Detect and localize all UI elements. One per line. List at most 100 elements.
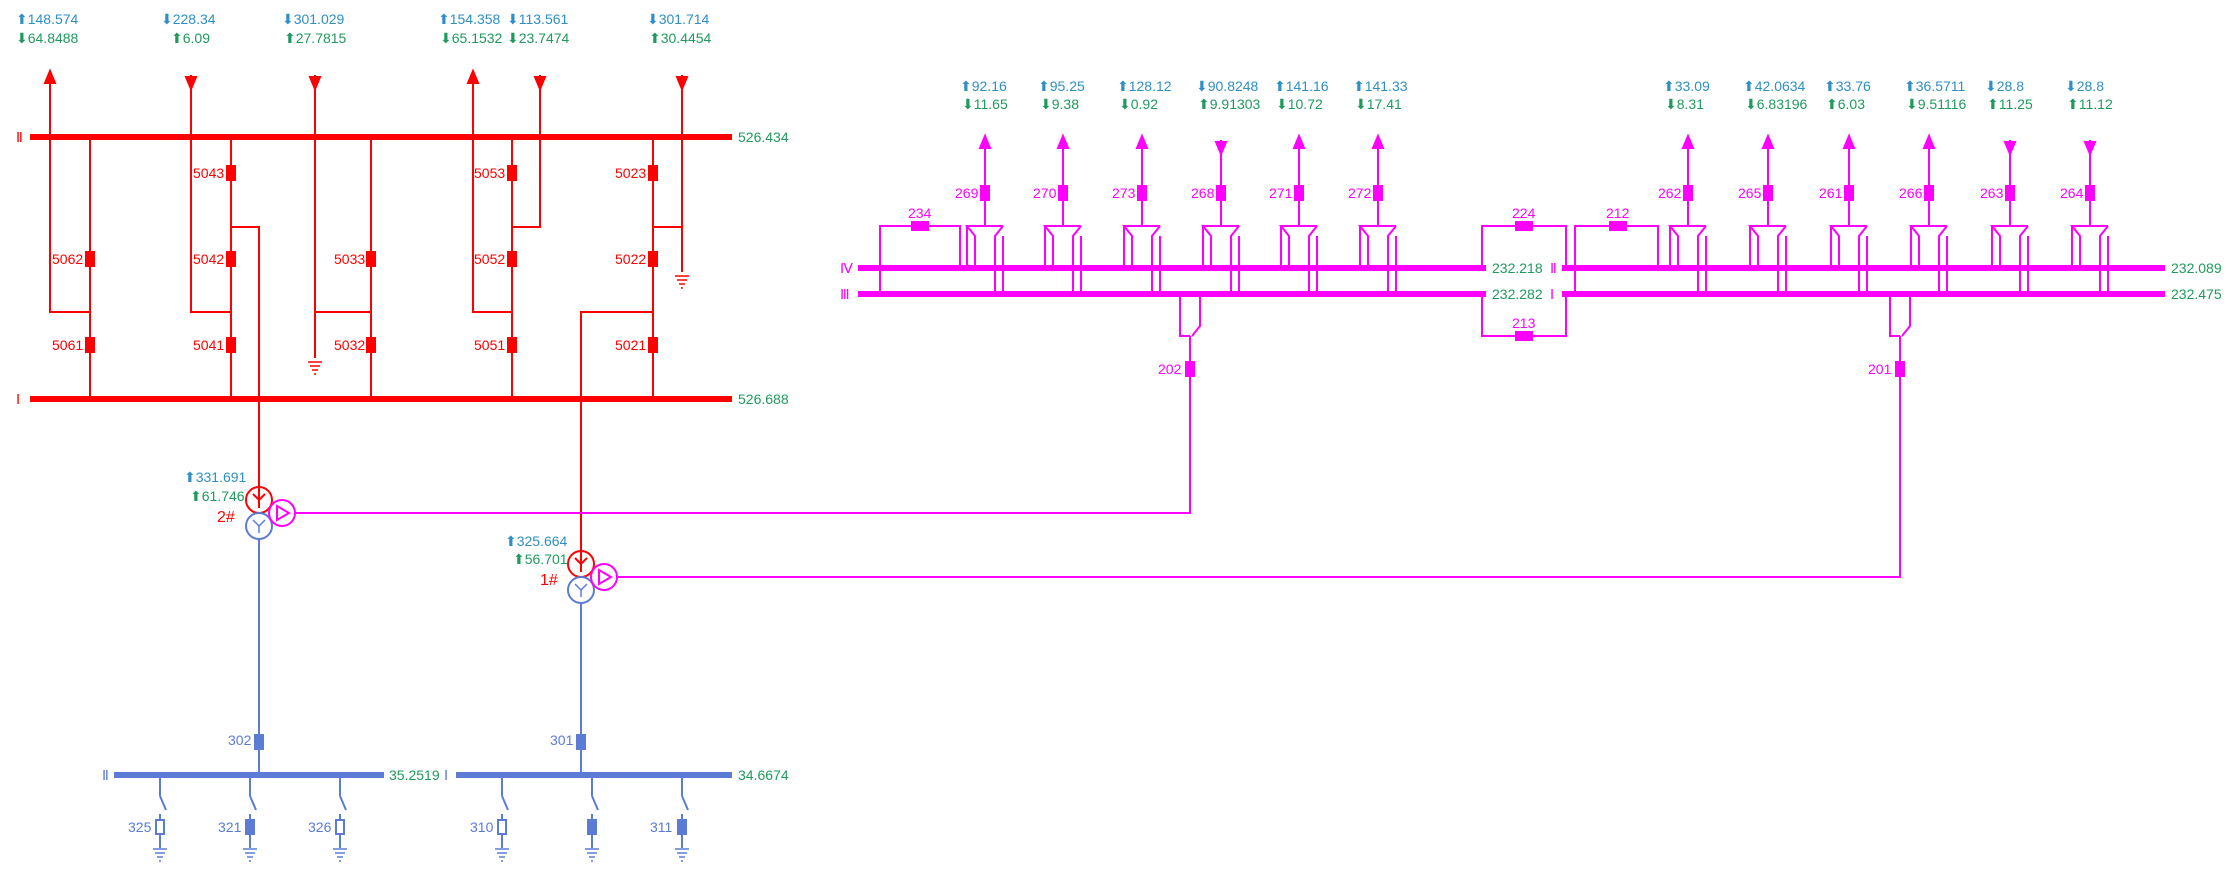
breaker-302[interactable] — [254, 734, 264, 750]
feeder-271[interactable] — [1278, 133, 1318, 294]
feeder-321[interactable] — [245, 775, 257, 848]
breaker-5051[interactable] — [507, 337, 517, 353]
transformer-2-active-power: ⬆331.691 — [184, 469, 247, 485]
feeder-unlabeled[interactable] — [587, 775, 599, 848]
breaker-273[interactable] — [1137, 185, 1147, 201]
feeder-label: 310 — [470, 819, 494, 835]
feeder-label: 272 — [1348, 185, 1372, 201]
feeder-reactive-power: ⬇9.51116 — [1906, 96, 1966, 112]
feeder-310[interactable] — [497, 775, 509, 848]
breaker-310[interactable] — [497, 819, 507, 835]
feeder-273[interactable] — [1121, 133, 1161, 294]
kv35-labels: Ⅱ 35.2519 Ⅰ 34.6674 302 301 — [102, 732, 789, 783]
breaker-label: 5032 — [334, 337, 365, 353]
breaker-266[interactable] — [1924, 185, 1934, 201]
breaker-262[interactable] — [1683, 185, 1693, 201]
breaker-unlabeled[interactable] — [587, 819, 597, 835]
breaker-5032[interactable] — [366, 337, 376, 353]
kv35-section — [114, 539, 732, 778]
feeder-262[interactable] — [1667, 133, 1707, 294]
transformer-labels: ⬆331.691 ⬆61.746 2# ⬆325.664 ⬆56.701 1# — [184, 469, 568, 589]
kv220-bus-i-label: Ⅰ — [1550, 286, 1554, 302]
breaker-264[interactable] — [2085, 185, 2095, 201]
breaker-201[interactable] — [1895, 361, 1905, 377]
breaker-234[interactable] — [911, 221, 929, 231]
line-reactive-power: ⬆6.09 — [171, 30, 210, 46]
breaker-326[interactable] — [335, 819, 345, 835]
breaker-5062[interactable] — [85, 251, 95, 267]
feeder-reactive-power: ⬇6.83196 — [1745, 96, 1808, 112]
breaker-5061[interactable] — [85, 337, 95, 353]
breaker-263[interactable] — [2005, 185, 2015, 201]
feeder-264[interactable] — [2069, 140, 2109, 294]
feeder-272[interactable] — [1357, 133, 1397, 294]
breaker-301[interactable] — [576, 734, 586, 750]
line-reactive-power: ⬆30.4454 — [649, 30, 712, 46]
kv500-symbols — [43, 68, 689, 375]
breaker-224[interactable] — [1515, 221, 1533, 231]
feeder-263[interactable] — [1989, 140, 2029, 294]
kv220-symbols — [911, 221, 1627, 341]
feeder-reactive-power: ⬆11.25 — [1987, 96, 2033, 112]
feeder-active-power: ⬆92.16 — [960, 78, 1007, 94]
feeder-active-power: ⬆141.16 — [1274, 78, 1329, 94]
kv220-bus-ii-label: Ⅱ — [1550, 260, 1557, 276]
breaker-5042[interactable] — [226, 251, 236, 267]
breaker-5021[interactable] — [648, 337, 658, 353]
transformer-bay-202[interactable] — [1179, 294, 1201, 400]
breaker-label: 201 — [1868, 361, 1892, 377]
breaker-261[interactable] — [1844, 185, 1854, 201]
feeder-label: 270 — [1033, 185, 1057, 201]
feeder-325[interactable] — [155, 775, 167, 848]
breaker-269[interactable] — [980, 185, 990, 201]
feeder-266[interactable] — [1908, 133, 1948, 294]
feeder-265[interactable] — [1747, 133, 1787, 294]
breaker-202[interactable] — [1185, 361, 1195, 377]
arrow-up-icon — [43, 68, 57, 84]
breaker-272[interactable] — [1373, 185, 1383, 201]
arrow-down-icon — [1214, 141, 1228, 157]
breaker-213[interactable] — [1515, 331, 1533, 341]
arrow-down-icon — [184, 76, 198, 92]
arrow-up-icon — [1056, 133, 1070, 149]
breaker-5043[interactable] — [226, 165, 236, 181]
feeder-261[interactable] — [1828, 133, 1868, 294]
breaker-5053[interactable] — [507, 165, 517, 181]
feeder-label: 325 — [128, 819, 152, 835]
feeder-326[interactable] — [335, 775, 347, 848]
breaker-label: 5061 — [52, 337, 83, 353]
feeder-268[interactable] — [1200, 140, 1240, 294]
line-reactive-power: ⬆27.7815 — [284, 30, 347, 46]
breaker-label: 5033 — [334, 251, 365, 267]
breaker-212[interactable] — [1609, 221, 1627, 231]
feeder-active-power: ⬆95.25 — [1038, 78, 1085, 94]
breaker-label: 234 — [908, 205, 932, 221]
feeder-311[interactable] — [677, 775, 689, 848]
feeder-label: 266 — [1899, 185, 1923, 201]
feeder-label: 321 — [218, 819, 242, 835]
breaker-271[interactable] — [1294, 185, 1304, 201]
feeder-270[interactable] — [1042, 133, 1082, 294]
transformer-bay-201[interactable] — [1889, 294, 1911, 400]
arrow-down-icon — [2083, 141, 2097, 157]
feeder-label: 261 — [1819, 185, 1843, 201]
breaker-325[interactable] — [155, 819, 165, 835]
breaker-5052[interactable] — [507, 251, 517, 267]
transformer-2[interactable] — [245, 486, 296, 540]
transformer-1[interactable] — [567, 550, 618, 604]
kv35-bus-ii-voltage: 35.2519 — [389, 767, 440, 783]
breaker-5041[interactable] — [226, 337, 236, 353]
breaker-265[interactable] — [1763, 185, 1773, 201]
breaker-5022[interactable] — [648, 251, 658, 267]
kv220-bus-iii-label: Ⅲ — [840, 286, 850, 302]
line-active-power: ⬇113.561 — [507, 11, 569, 27]
breaker-321[interactable] — [245, 819, 255, 835]
breaker-270[interactable] — [1058, 185, 1068, 201]
feeder-label: 263 — [1980, 185, 2004, 201]
breaker-311[interactable] — [677, 819, 687, 835]
breaker-268[interactable] — [1216, 185, 1226, 201]
breaker-5023[interactable] — [648, 165, 658, 181]
breaker-5033[interactable] — [366, 251, 376, 267]
line-active-power: ⬇228.34 — [161, 11, 216, 27]
feeder-269[interactable] — [964, 133, 1004, 294]
